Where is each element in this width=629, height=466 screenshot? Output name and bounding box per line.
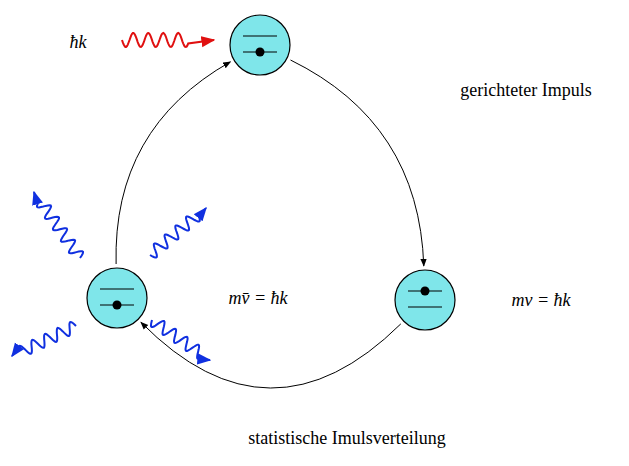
momentum-label: mv = ħk xyxy=(511,289,570,311)
process-label: statistische Imulsverteilung xyxy=(248,427,445,449)
atom-circle: mv̄ = ħk xyxy=(85,266,149,330)
process-label: gerichteter Impuls xyxy=(460,79,591,101)
cycle-arrow xyxy=(141,322,401,388)
absorbed-photon xyxy=(122,33,214,47)
emitted-photon xyxy=(12,322,76,356)
atom-outline xyxy=(85,266,149,330)
atom-circle: mv = ħk xyxy=(393,268,457,332)
momentum-label: ħk xyxy=(70,31,87,53)
atom-outline xyxy=(228,13,292,77)
cycle-arrow xyxy=(291,60,424,266)
emitted-photon xyxy=(150,208,206,258)
atom-circle: ħk xyxy=(228,13,292,77)
emitted-photon xyxy=(34,192,83,258)
momentum-label: mv̄ = ħk xyxy=(228,287,287,309)
atom-outline xyxy=(393,268,457,332)
cycle-arrow xyxy=(116,62,230,264)
